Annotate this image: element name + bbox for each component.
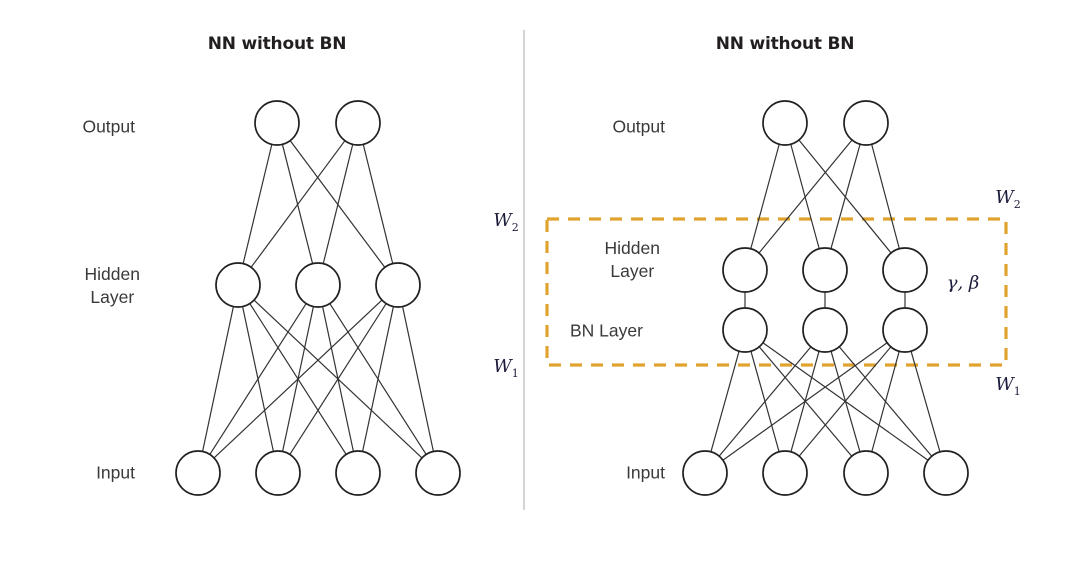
gamma-beta-label: γ, β — [946, 272, 980, 294]
left-node-hidden-1 — [215, 262, 261, 308]
right-bn-layer-label: BN Layer — [570, 320, 643, 341]
right-edge-hidden-output — [790, 144, 820, 249]
edges-group — [201, 139, 941, 461]
right-edge-input-bn — [750, 351, 780, 452]
right-edge-hidden-output — [871, 144, 900, 249]
right-node-output-1 — [762, 100, 808, 146]
left-edge-hidden-output — [281, 144, 314, 264]
right-hidden-layer-line2: Layer — [610, 261, 655, 281]
right-node-hidden-2 — [802, 247, 848, 293]
right-node-input-4 — [923, 450, 969, 496]
decoration-group — [523, 30, 1008, 510]
w1-left-base: W — [493, 356, 512, 378]
right-edge-input-bn — [762, 342, 929, 461]
left-hidden-layer-line2: Layer — [90, 287, 135, 307]
left-panel-title: NN without BN — [207, 34, 347, 54]
left-edge-input-hidden — [253, 299, 423, 459]
right-node-hidden-1 — [722, 247, 768, 293]
left-edge-input-hidden — [241, 306, 275, 452]
left-node-output-1 — [254, 100, 300, 146]
right-output-label: Output — [612, 116, 665, 137]
nodes-group — [175, 100, 969, 496]
left-input-label: Input — [96, 462, 135, 483]
left-edge-input-hidden — [329, 303, 427, 455]
right-node-input-3 — [843, 450, 889, 496]
left-edge-hidden-output — [362, 144, 394, 264]
right-edge-input-bn — [710, 351, 740, 452]
left-edge-input-hidden — [201, 306, 235, 452]
left-node-output-2 — [335, 100, 381, 146]
right-node-input-1 — [682, 450, 728, 496]
right-edge-input-bn — [758, 346, 853, 457]
right-edge-input-bn — [910, 350, 941, 453]
w1-right-sub: 1 — [1013, 384, 1021, 398]
left-node-hidden-2 — [295, 262, 341, 308]
left-node-input-4 — [415, 450, 461, 496]
right-hidden-layer-label: Hidden Layer — [605, 237, 660, 283]
w2-right-sub: 2 — [1013, 197, 1021, 211]
right-input-label: Input — [626, 462, 665, 483]
w1-left-sub: 1 — [511, 366, 519, 380]
w2-left-sub: 2 — [511, 220, 519, 234]
right-edge-hidden-output — [798, 139, 892, 254]
right-edge-input-bn — [838, 346, 933, 457]
left-edge-input-hidden — [401, 306, 435, 452]
left-edge-hidden-output — [289, 140, 386, 268]
right-node-bn-2 — [802, 307, 848, 353]
right-edge-hidden-output — [750, 144, 780, 249]
right-node-bn-1 — [722, 307, 768, 353]
left-node-input-3 — [335, 450, 381, 496]
left-node-input-2 — [255, 450, 301, 496]
w1-right-base: W — [995, 374, 1014, 396]
left-edge-hidden-output — [242, 144, 273, 264]
bn-highlight-box — [545, 217, 1008, 367]
weight-label-w1-right: W1 — [995, 374, 1021, 398]
right-hidden-layer-line1: Hidden — [604, 238, 660, 258]
right-node-output-2 — [843, 100, 889, 146]
left-edge-input-hidden — [249, 303, 347, 455]
left-node-input-1 — [175, 450, 221, 496]
left-output-label: Output — [82, 116, 135, 137]
left-hidden-layer-label: Hidden Layer — [85, 263, 140, 309]
w2-left-base: W — [493, 210, 512, 232]
weight-label-w1-left: W1 — [493, 356, 519, 380]
weight-label-w2-right: W2 — [995, 187, 1021, 211]
right-panel-title: NN without BN — [715, 34, 855, 54]
right-node-bn-3 — [882, 307, 928, 353]
left-hidden-layer-line1: Hidden — [84, 264, 140, 284]
right-node-input-2 — [762, 450, 808, 496]
weight-label-w2-left: W2 — [493, 210, 519, 234]
w2-right-base: W — [995, 187, 1014, 209]
left-node-hidden-3 — [375, 262, 421, 308]
right-node-hidden-3 — [882, 247, 928, 293]
